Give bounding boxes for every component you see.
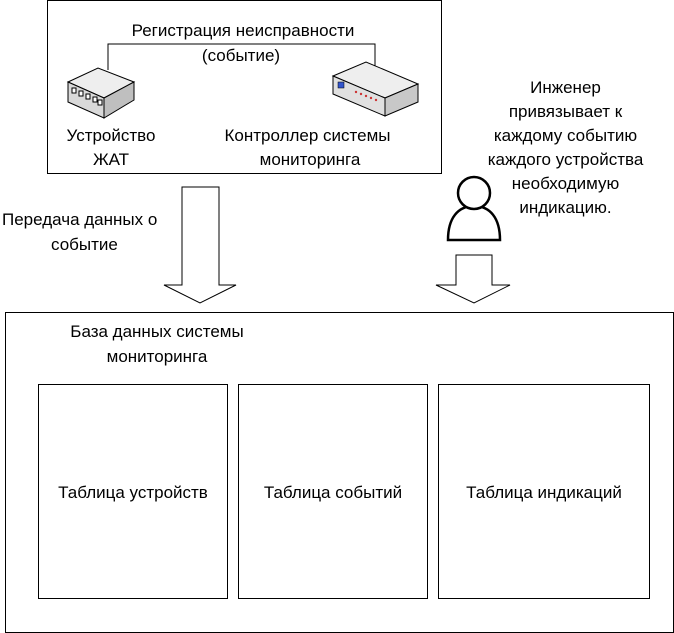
engineer-line: индикацию. (519, 198, 612, 217)
event-label-line2: (событие) (201, 46, 281, 65)
engineer-line: каждому событию (493, 126, 638, 145)
table-events: Таблица событий (238, 384, 428, 599)
user-icon (446, 175, 502, 242)
engineer-arrow (435, 254, 511, 304)
engineer-line: каждого устройства (487, 150, 644, 169)
device-label-line2: ЖАТ (92, 150, 130, 169)
event-connector-line (107, 43, 376, 70)
network-device-icon (66, 67, 136, 119)
database-title-line1: База данных системы (70, 322, 244, 341)
table-indications-label: Таблица индикаций (466, 483, 622, 502)
transfer-arrow (163, 186, 237, 304)
database-title-line2: мониторинга (106, 347, 208, 366)
table-events-label: Таблица событий (263, 483, 403, 502)
transfer-label-line2: событие (51, 235, 118, 254)
controller-label-line2: мониторинга (259, 150, 361, 169)
controller-device-icon (331, 61, 420, 117)
table-indications: Таблица индикаций (438, 384, 650, 599)
controller-label-line1: Контроллер системы (224, 126, 391, 145)
engineer-line: необходимую (511, 174, 620, 193)
table-devices: Таблица устройств (38, 384, 228, 599)
event-label-line1: Регистрация неисправности (131, 21, 355, 40)
engineer-text: Инженер привязывает к каждому событию ка… (478, 76, 653, 220)
engineer-line: Инженер (530, 78, 601, 97)
engineer-line: привязывает к (508, 102, 623, 121)
transfer-label-line1: Передача данных о (2, 210, 158, 229)
device-label-line1: Устройство (66, 126, 156, 145)
table-devices-label: Таблица устройств (58, 483, 208, 502)
